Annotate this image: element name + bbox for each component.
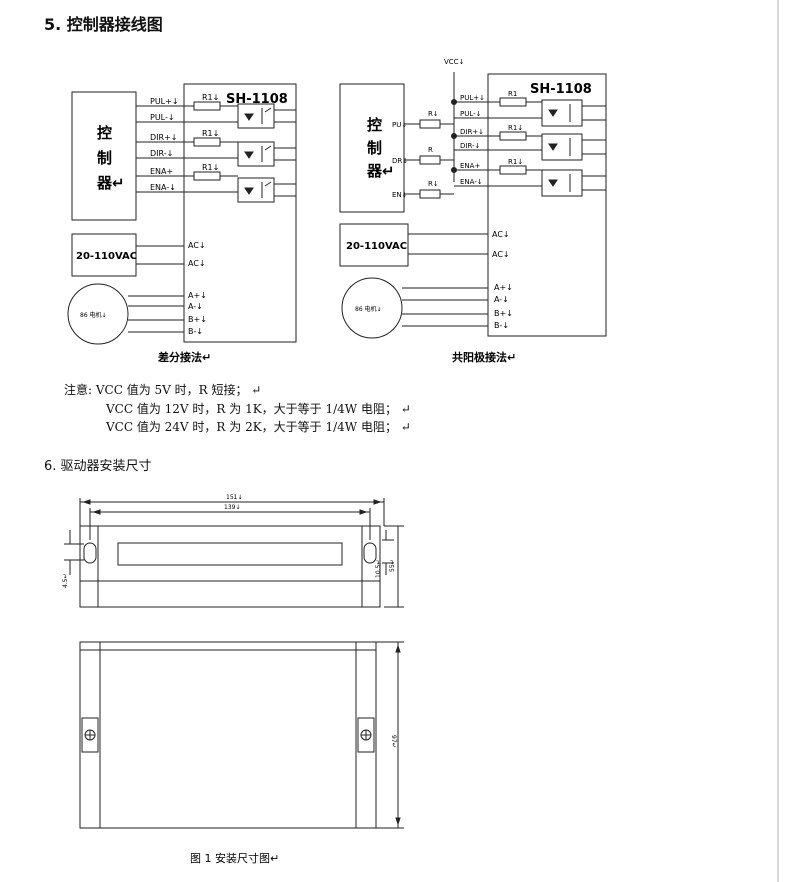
right-caption: 共阳极接法↵ [452,350,516,364]
right-ctrl-pin-pu: PU↓ [392,121,407,129]
front-view-body [79,641,377,829]
right-r-label-1: R↓ [428,110,439,118]
right-motor-a-plus: A+↓ [494,283,513,292]
note-line-3: VCC 值为 24V 时，R 为 2K，大于等于 1/4W 电阻； ↵ [106,420,411,434]
left-controller-box [71,91,137,221]
right-controller-box [339,83,405,213]
dim-overall-width: 151↓ [226,494,242,501]
right-controller-char-3: 器↵ [366,162,395,180]
left-resistor-2: R1↓ [202,129,219,138]
left-signal-pul-minus: PUL-↓ [150,113,175,122]
right-ctrl-pin-dr: DR↓ [392,157,408,165]
right-motor-b-minus: B-↓ [494,321,509,330]
right-controller-char-2: 制 [367,139,382,157]
left-resistor-3: R1↓ [202,163,219,172]
note-line-2: VCC 值为 12V 时，R 为 1K，大于等于 1/4W 电阻； ↵ [106,402,411,416]
left-motor-label: 86 电机↓ [80,311,107,319]
right-motor-a-minus: A-↓ [494,295,509,304]
right-resistor-1: R1 [508,90,517,98]
left-driver-box [183,83,297,343]
right-power-box [339,223,409,267]
right-r-label-2: R [428,146,433,154]
left-ac-1: AC↓ [188,241,206,250]
right-vcc-label: VCC↓ [444,58,464,66]
left-motor-b-plus: B+↓ [188,315,207,324]
left-signal-ena-plus: ENA+ [150,167,173,176]
right-motor-circle [341,277,403,339]
left-model-label: SH-1108 [226,92,288,107]
dim-hole-spacing: 139↓ [224,504,240,511]
right-driver-box [487,73,607,337]
right-ac-2: AC↓ [492,250,510,259]
left-controller-char-3: 器↵ [96,174,125,192]
right-signal-ena-minus: ENA-↓ [460,178,483,186]
right-r-label-3: R↓ [428,180,439,188]
right-signal-dir-minus: DIR-↓ [460,142,480,150]
left-signal-pul-plus: PUL+↓ [150,97,179,106]
top-view-body [79,525,381,582]
section-6-title: 6. 驱动器安装尺寸 [44,459,152,474]
page-right-border [777,0,779,882]
right-power-label: 20-110VAC [346,241,407,252]
left-controller-char-1: 控 [97,124,112,142]
left-motor-b-minus: B-↓ [188,327,203,336]
left-signal-dir-plus: DIR+↓ [150,133,177,142]
left-ac-2: AC↓ [188,259,206,268]
right-ac-1: AC↓ [492,230,510,239]
section-5-title: 5. 控制器接线图 [44,15,163,34]
figure-caption: 图 1 安装尺寸图↵ [190,851,279,865]
right-motor-label: 86 电机↓ [355,305,382,313]
right-signal-pul-minus: PUL-↓ [460,110,482,118]
left-controller-char-2: 制 [97,149,112,167]
dim-total-height: 55↵ [389,559,396,572]
dim-side-height: 10.5↵ [375,560,382,578]
right-controller-char-1: 控 [367,116,382,134]
right-signal-pul-plus: PUL+↓ [460,94,485,102]
right-model-label: SH-1108 [530,82,592,97]
left-power-box [71,233,137,277]
left-motor-circle [67,283,129,345]
top-view-base [79,580,381,608]
right-ctrl-pin-en: EN↓ [392,191,408,199]
right-signal-ena-plus: ENA+ [460,162,480,170]
right-resistor-2: R1↓ [508,124,523,132]
left-signal-ena-minus: ENA-↓ [150,183,176,192]
left-resistor-1: R1↓ [202,93,219,102]
right-motor-b-plus: B+↓ [494,309,513,318]
left-power-label: 20-110VAC [76,251,137,262]
right-resistor-3: R1↓ [508,158,523,166]
left-motor-a-plus: A+↓ [188,291,207,300]
dim-depth: 97↵ [390,735,397,748]
left-signal-dir-minus: DIR-↓ [150,149,173,158]
left-caption: 差分接法↵ [158,350,211,364]
dim-slot-offset: 4.5↵ [62,573,69,588]
left-motor-a-minus: A-↓ [188,302,203,311]
note-line-1: 注意: VCC 值为 5V 时，R 短接； ↵ [64,383,262,397]
right-signal-dir-plus: DIR+↓ [460,128,484,136]
